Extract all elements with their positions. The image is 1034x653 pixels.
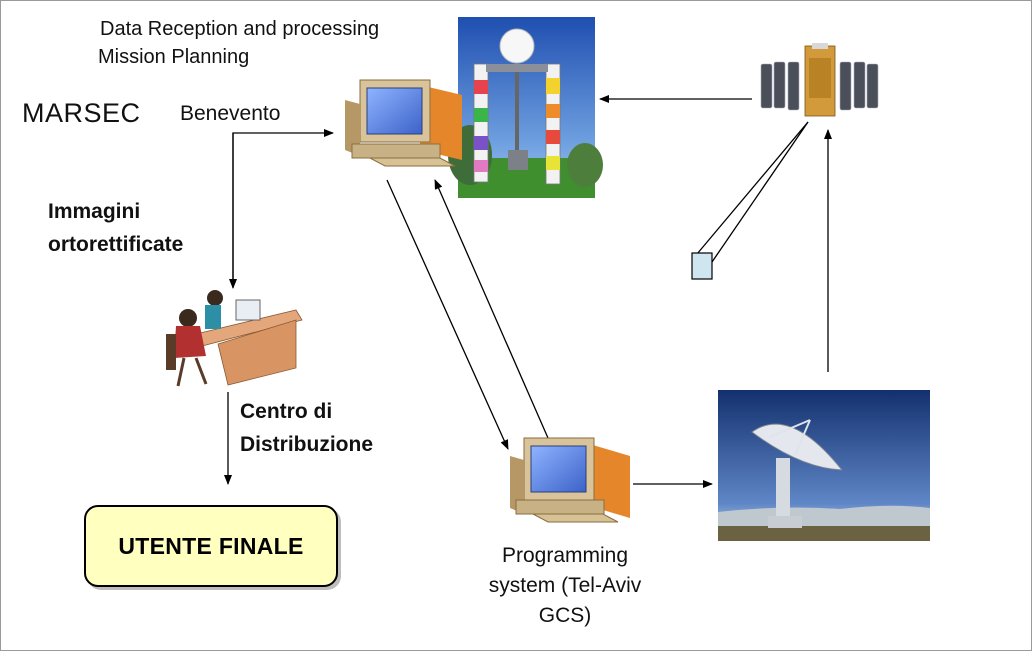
ground-station-photo <box>448 17 603 198</box>
satellite-image <box>760 43 879 117</box>
utente-finale-label: UTENTE FINALE <box>118 532 304 559</box>
marsec-label: MARSEC <box>22 98 141 128</box>
arrow-computer-to-programming <box>386 179 509 450</box>
data-reception-label: Data Reception and processing <box>100 18 380 40</box>
utente-finale-box: UTENTE FINALE <box>84 505 338 587</box>
immagini-label-line1: Immagini <box>48 200 141 223</box>
arrow-programming-to-computer <box>434 179 549 439</box>
sensor-footprint <box>691 252 713 280</box>
marsec-computer-icon <box>345 79 462 167</box>
centro-label-line1: Centro di <box>240 400 333 423</box>
programming-system-label: Programming system (Tel-Aviv GCS) <box>488 544 642 627</box>
immagini-label-line2: ortorettificate <box>48 233 184 256</box>
antenna-photo <box>718 390 930 541</box>
benevento-label: Benevento <box>180 102 281 125</box>
centro-label-line2: Distribuzione <box>240 433 374 456</box>
arrow-to-marsec-computer <box>232 129 334 285</box>
programming-computer-icon <box>510 437 630 523</box>
connectors <box>224 95 832 488</box>
distribution-office-icon <box>166 290 303 387</box>
mission-planning-label: Mission Planning <box>98 46 250 68</box>
